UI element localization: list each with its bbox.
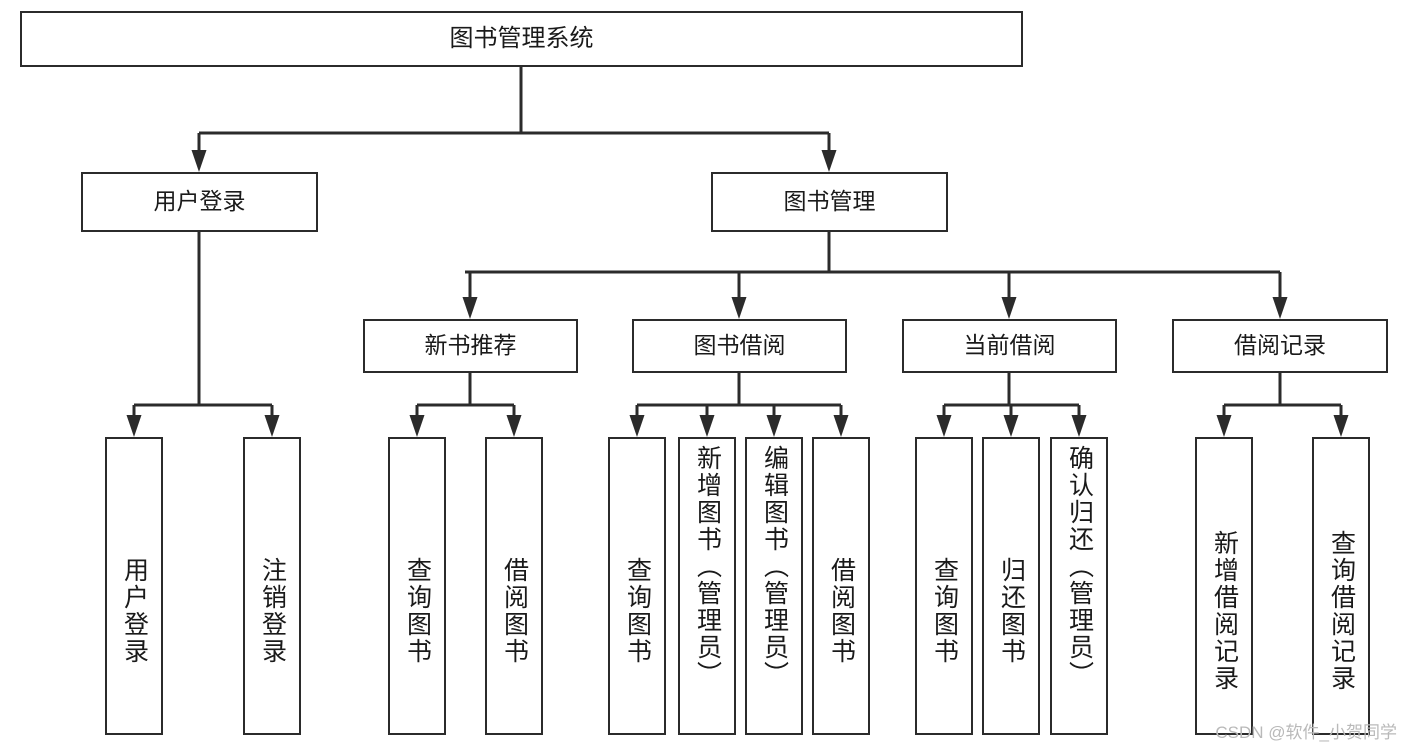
node-label-new-book-rec: 新书推荐 bbox=[424, 332, 517, 359]
arrow-to-leaf-query-record-head bbox=[1333, 415, 1349, 437]
node-label-current-borrow: 当前借阅 bbox=[963, 332, 1056, 359]
arrow-to-leaf-confirm-return-head bbox=[1071, 415, 1087, 437]
arrow-to-leaf-return-book-head bbox=[1003, 415, 1019, 437]
arrow-to-book-borrow-head bbox=[731, 297, 747, 319]
node-label-leaf-user-login: 用户登录 bbox=[120, 557, 149, 665]
node-leaf-edit-book[interactable]: 编辑图书（管理员） bbox=[745, 437, 803, 735]
arrow-to-leaf-add-book-head bbox=[699, 415, 715, 437]
node-label-leaf-borrow-book-2: 借阅图书 bbox=[827, 557, 856, 665]
arrow-to-current-borrow-head bbox=[1001, 297, 1017, 319]
node-label-book-borrow: 图书借阅 bbox=[693, 332, 786, 359]
node-leaf-query-book-3[interactable]: 查询图书 bbox=[915, 437, 973, 735]
node-label-root: 图书管理系统 bbox=[449, 24, 594, 52]
arrow-to-leaf-user-login-head bbox=[126, 415, 142, 437]
node-label-leaf-confirm-return: 确认归还（管理员） bbox=[1065, 445, 1094, 688]
node-borrow-record[interactable]: 借阅记录 bbox=[1172, 319, 1388, 373]
arrow-to-user-login-head bbox=[191, 150, 207, 172]
node-leaf-logout[interactable]: 注销登录 bbox=[243, 437, 301, 735]
arrow-to-book-manage-head bbox=[821, 150, 837, 172]
node-leaf-borrow-book-1[interactable]: 借阅图书 bbox=[485, 437, 543, 735]
node-leaf-query-record[interactable]: 查询借阅记录 bbox=[1312, 437, 1370, 735]
arrow-to-leaf-query-book-2-head bbox=[629, 415, 645, 437]
node-label-leaf-add-book: 新增图书（管理员） bbox=[693, 445, 722, 688]
node-label-leaf-return-book: 归还图书 bbox=[997, 557, 1026, 665]
watermark-text: CSDN @软件_小贺同学 bbox=[1215, 723, 1397, 742]
node-label-leaf-query-book-1: 查询图书 bbox=[403, 557, 432, 665]
arrow-to-borrow-record-head bbox=[1272, 297, 1288, 319]
node-new-book-rec[interactable]: 新书推荐 bbox=[363, 319, 578, 373]
arrow-to-leaf-edit-book-head bbox=[766, 415, 782, 437]
node-leaf-borrow-book-2[interactable]: 借阅图书 bbox=[812, 437, 870, 735]
node-user-login[interactable]: 用户登录 bbox=[81, 172, 318, 232]
node-label-leaf-add-record: 新增借阅记录 bbox=[1210, 530, 1239, 692]
node-leaf-add-record[interactable]: 新增借阅记录 bbox=[1195, 437, 1253, 735]
node-label-leaf-borrow-book-1: 借阅图书 bbox=[500, 557, 529, 665]
node-label-leaf-query-book-3: 查询图书 bbox=[930, 557, 959, 665]
arrow-to-new-book-rec-head bbox=[462, 297, 478, 319]
node-leaf-user-login[interactable]: 用户登录 bbox=[105, 437, 163, 735]
arrow-to-leaf-borrow-book-2-head bbox=[833, 415, 849, 437]
node-leaf-confirm-return[interactable]: 确认归还（管理员） bbox=[1050, 437, 1108, 735]
node-book-manage[interactable]: 图书管理 bbox=[711, 172, 948, 232]
node-label-leaf-logout: 注销登录 bbox=[258, 557, 287, 665]
node-current-borrow[interactable]: 当前借阅 bbox=[902, 319, 1117, 373]
node-label-leaf-edit-book: 编辑图书（管理员） bbox=[760, 445, 789, 688]
node-label-borrow-record: 借阅记录 bbox=[1234, 332, 1326, 359]
node-label-leaf-query-record: 查询借阅记录 bbox=[1327, 530, 1356, 692]
node-book-borrow[interactable]: 图书借阅 bbox=[632, 319, 847, 373]
arrow-to-leaf-query-book-3-head bbox=[936, 415, 952, 437]
arrow-to-leaf-borrow-book-1-head bbox=[506, 415, 522, 437]
arrow-to-leaf-add-record-head bbox=[1216, 415, 1232, 437]
node-root[interactable]: 图书管理系统 bbox=[20, 11, 1023, 67]
node-leaf-add-book[interactable]: 新增图书（管理员） bbox=[678, 437, 736, 735]
arrow-to-leaf-query-book-1-head bbox=[409, 415, 425, 437]
arrow-to-leaf-logout-head bbox=[264, 415, 280, 437]
node-leaf-query-book-2[interactable]: 查询图书 bbox=[608, 437, 666, 735]
node-label-book-manage: 图书管理 bbox=[783, 188, 876, 215]
node-label-user-login: 用户登录 bbox=[153, 188, 246, 215]
node-leaf-return-book[interactable]: 归还图书 bbox=[982, 437, 1040, 735]
node-leaf-query-book-1[interactable]: 查询图书 bbox=[388, 437, 446, 735]
node-label-leaf-query-book-2: 查询图书 bbox=[623, 557, 652, 665]
